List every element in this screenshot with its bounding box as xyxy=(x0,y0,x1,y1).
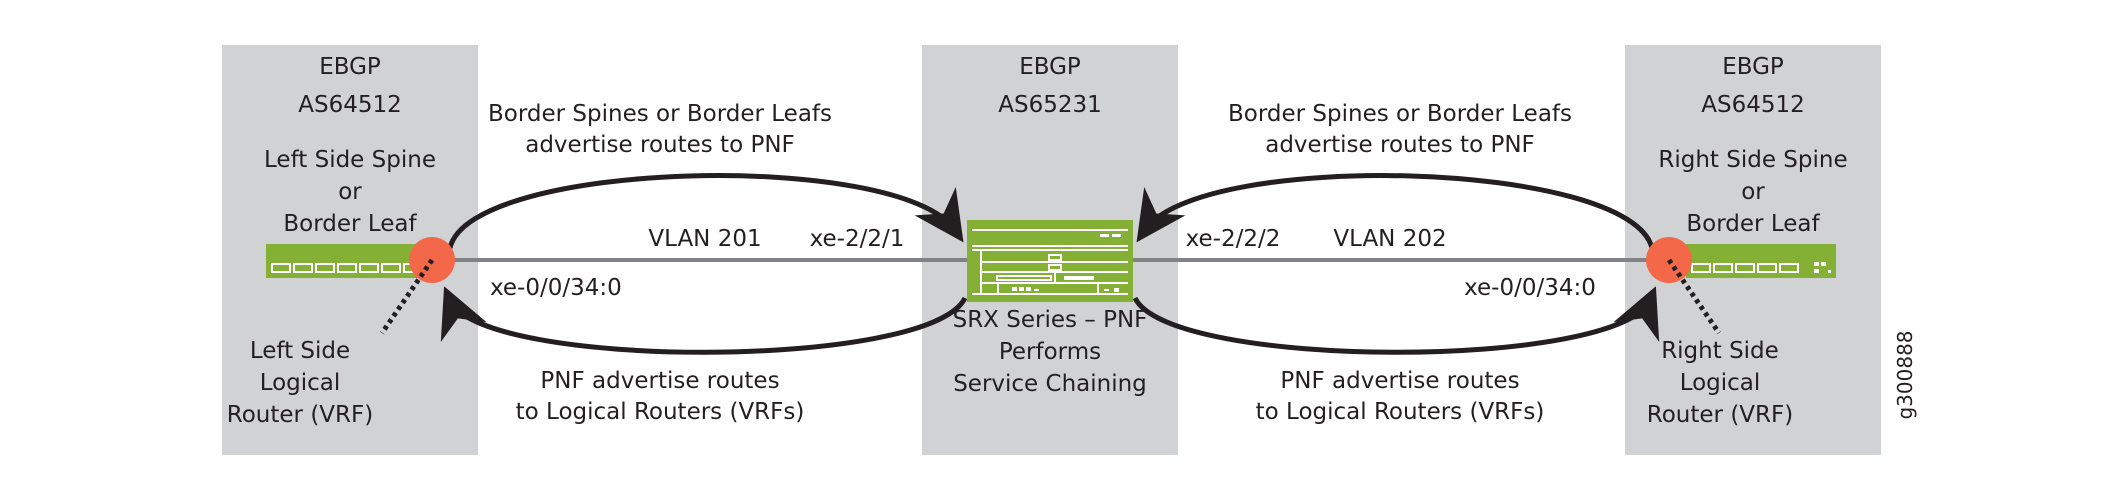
flow-left-top-label: Border Spines or Border Leafs xyxy=(488,101,832,127)
left-device-label: Left Side Spine xyxy=(264,147,436,173)
left-vrf-label: Left Side xyxy=(250,338,350,364)
flow-left-top-label: advertise routes to PNF xyxy=(525,132,795,158)
flow-left-bottom-label: PNF advertise routes xyxy=(540,368,779,394)
srx-firewall-icon xyxy=(967,220,1133,302)
right-device-label: Border Leaf xyxy=(1686,211,1820,237)
right-vrf-pointer xyxy=(1666,258,1722,335)
arrow-right-top xyxy=(1136,173,1655,249)
right-switch-icon xyxy=(1686,244,1836,278)
center-device-label: Performs xyxy=(999,339,1101,365)
right-vrf-label: Logical xyxy=(1680,370,1761,396)
left-interface: xe-0/0/34:0 xyxy=(490,275,622,301)
arrow-right-bottom xyxy=(1132,286,1659,355)
right-vrf-label: Right Side xyxy=(1661,338,1779,364)
flow-right-top-label: Border Spines or Border Leafs xyxy=(1228,101,1572,127)
flow-right-bottom-label: PNF advertise routes xyxy=(1280,368,1519,394)
flow-left-bottom-label: to Logical Routers (VRFs) xyxy=(516,399,805,425)
flow-right-bottom-label: to Logical Routers (VRFs) xyxy=(1256,399,1545,425)
center-right-interface: xe-2/2/2 xyxy=(1186,226,1281,252)
right-vrf-label: Router (VRF) xyxy=(1647,402,1793,428)
right-as-number: AS64512 xyxy=(1701,92,1805,118)
left-switch-icon xyxy=(266,244,430,278)
flow-right-top-label: advertise routes to PNF xyxy=(1265,132,1535,158)
left-vrf-label: Router (VRF) xyxy=(227,402,373,428)
left-protocol: EBGP xyxy=(319,54,381,80)
right-protocol: EBGP xyxy=(1722,54,1784,80)
right-device-label: or xyxy=(1741,179,1765,205)
center-protocol: EBGP xyxy=(1019,54,1081,80)
right-device-label: Right Side Spine xyxy=(1658,147,1847,173)
center-left-interface: xe-2/2/1 xyxy=(810,226,905,252)
right-interface: xe-0/0/34:0 xyxy=(1464,275,1596,301)
arrow-left-bottom xyxy=(441,286,968,355)
left-as-number: AS64512 xyxy=(298,92,402,118)
arrow-left-top xyxy=(447,173,964,249)
center-device-label: Service Chaining xyxy=(953,371,1147,397)
left-vrf-pointer xyxy=(379,258,435,335)
left-device-label: or xyxy=(338,179,362,205)
vlan-left-label: VLAN 201 xyxy=(648,226,761,252)
left-vrf-label: Logical xyxy=(260,370,341,396)
center-device-label: SRX Series – PNF xyxy=(953,307,1148,333)
center-as-number: AS65231 xyxy=(998,92,1102,118)
left-device-label: Border Leaf xyxy=(283,211,417,237)
vlan-right-label: VLAN 202 xyxy=(1333,226,1446,252)
figure-id: g300888 xyxy=(1893,330,1917,419)
